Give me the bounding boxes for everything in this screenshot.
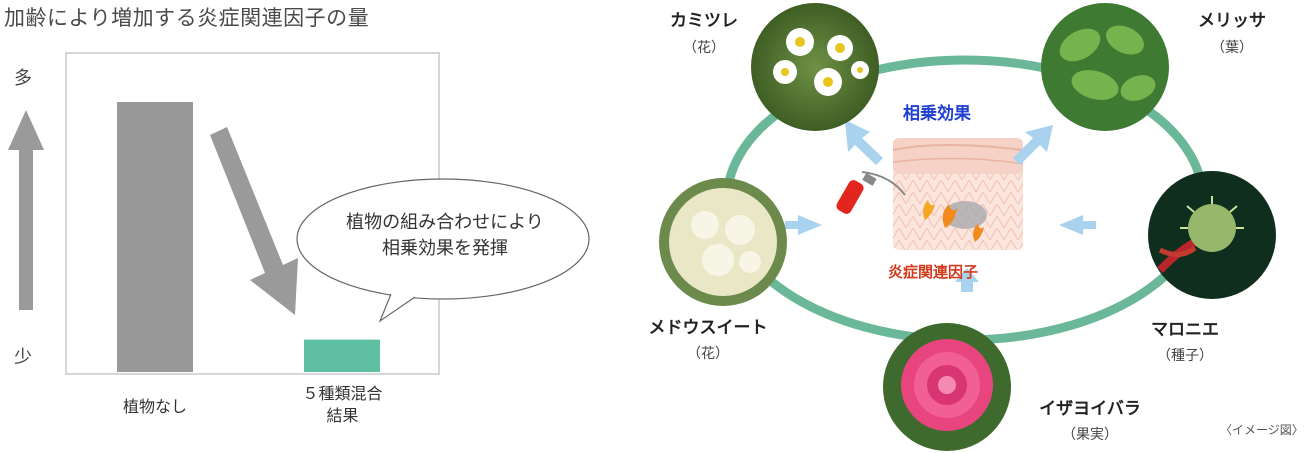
page-title: 加齢により増加する炎症関連因子の量 bbox=[4, 6, 370, 30]
rose-fruit-icon bbox=[883, 323, 1011, 451]
bar-label-mix-line2: 結果 bbox=[326, 406, 359, 425]
flower-part-meadowsweet: （花） bbox=[687, 346, 729, 362]
flower-name-melissa: メリッサ bbox=[1198, 11, 1266, 31]
bar-0 bbox=[117, 102, 193, 372]
bubble-text-line1: 植物の組み合わせにより bbox=[346, 212, 544, 233]
synergy-label: 相乗効果 bbox=[903, 104, 971, 124]
decrease-arrow-icon bbox=[210, 127, 298, 315]
speech-bubble bbox=[296, 178, 590, 323]
inflammation-factor-label: 炎症関連因子 bbox=[888, 263, 979, 281]
up-arrow-icon bbox=[8, 110, 44, 310]
skin-illustration bbox=[892, 138, 1024, 250]
bar-1 bbox=[304, 339, 380, 372]
image-caption: 〈イメージ図〉 bbox=[1220, 423, 1304, 437]
axis-label-high: 多 bbox=[14, 68, 32, 89]
lemon-balm-leaves-icon bbox=[1041, 3, 1169, 131]
flower-name-marronnier: マロニエ bbox=[1151, 320, 1219, 340]
flower-part-marronnier: （種子） bbox=[1157, 348, 1213, 364]
axis-label-low: 少 bbox=[14, 347, 32, 368]
flower-part-melissa: （葉） bbox=[1211, 40, 1253, 56]
bar-label-mix-line1: ５種類混合 bbox=[302, 384, 383, 403]
meadowsweet-flower-icon bbox=[659, 178, 787, 306]
bar-chart bbox=[65, 52, 440, 375]
synergy-diagram bbox=[659, 3, 1276, 451]
bar-label-none: 植物なし bbox=[122, 397, 187, 416]
flower-part-chamomile: （花） bbox=[683, 40, 725, 56]
inward-arrows bbox=[785, 120, 1096, 292]
flower-name-chamomile: カミツレ bbox=[670, 11, 738, 31]
chamomile-flower-icon bbox=[751, 3, 879, 131]
fire-extinguisher-icon bbox=[836, 171, 906, 214]
flower-part-rose: （果実） bbox=[1062, 427, 1118, 443]
flower-name-rose: イザヨイバラ bbox=[1039, 399, 1141, 419]
bubble-text-line2: 相乗効果を発揮 bbox=[382, 238, 508, 259]
flower-name-meadowsweet: メドウスイート bbox=[648, 318, 768, 338]
horse-chestnut-seed-icon bbox=[1148, 171, 1276, 299]
